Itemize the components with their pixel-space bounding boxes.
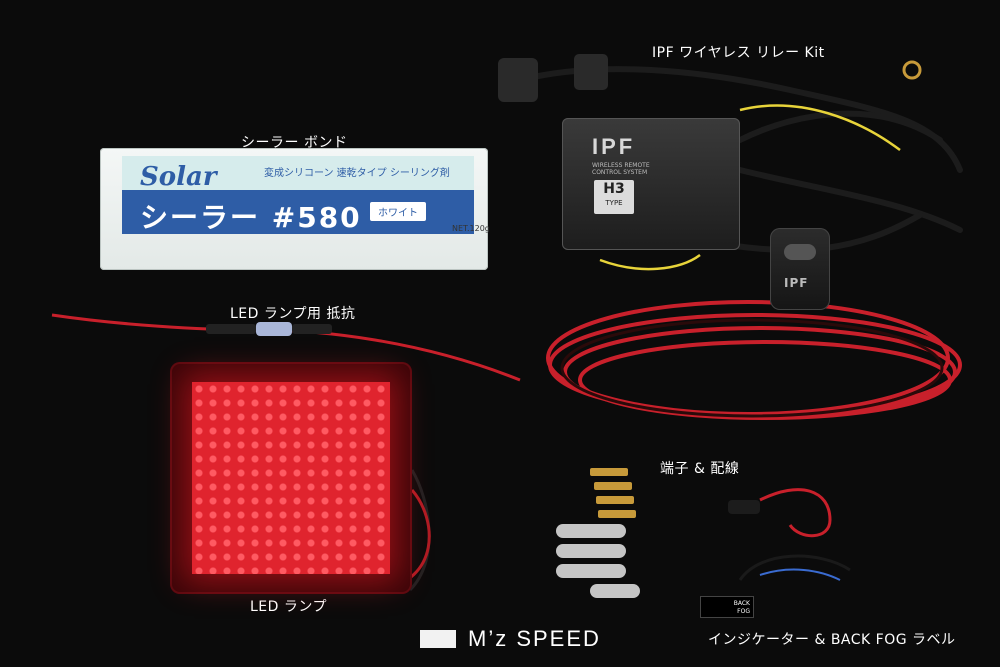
- sealer-box-net: NET.120g: [452, 224, 490, 233]
- back-fog-line1: BACK: [733, 600, 750, 607]
- brand-name: M’z SPEED: [468, 626, 601, 651]
- led-lamp-lens: [192, 382, 390, 574]
- label-sealer-bond: シーラー ボンド: [241, 135, 348, 151]
- controller-badge: H3 TYPE: [594, 180, 634, 214]
- controller-brand: IPF: [592, 134, 636, 159]
- label-indicator: インジケーター & BACK FOG ラベル: [708, 632, 956, 648]
- brand-footer: M’z SPEED: [420, 626, 601, 652]
- controller-small-text: WIRELESS REMOTE CONTROL SYSTEM: [592, 162, 650, 176]
- label-terminals: 端子 & 配線: [660, 461, 740, 477]
- sealer-box-script: Solar: [140, 162, 217, 192]
- remote-button: [784, 244, 816, 260]
- sealer-box: Solar 変成シリコーン 速乾タイプ シーリング剤 シーラー #580 ホワイ…: [100, 148, 490, 270]
- remote-logo: IPF: [784, 276, 809, 290]
- controller-badge-sub: TYPE: [605, 199, 623, 207]
- remote-control: IPF: [770, 228, 830, 310]
- sealer-box-band-top: Solar 変成シリコーン 速乾タイプ シーリング剤: [122, 156, 474, 192]
- label-ipf-kit: IPF ワイヤレス リレー Kit: [652, 45, 825, 61]
- led-lamp: [170, 362, 412, 594]
- label-led-lamp: LED ランプ: [250, 599, 327, 615]
- sealer-box-subtitle: 変成シリコーン 速乾タイプ シーリング剤: [264, 168, 450, 179]
- back-fog-line2: FOG: [737, 608, 750, 615]
- sealer-box-tag: ホワイト: [370, 202, 426, 221]
- sealer-box-band: Solar 変成シリコーン 速乾タイプ シーリング剤 シーラー #580 ホワイ…: [122, 156, 490, 234]
- ipf-controller: IPF WIRELESS REMOTE CONTROL SYSTEM H3 TY…: [562, 118, 740, 250]
- back-fog-label: BACK FOG: [700, 596, 754, 618]
- sealer-box-title: シーラー #580: [140, 201, 362, 234]
- brand-mark: [420, 630, 456, 648]
- controller-badge-main: H3: [603, 181, 625, 197]
- label-resistor: LED ランプ用 抵抗: [230, 306, 356, 322]
